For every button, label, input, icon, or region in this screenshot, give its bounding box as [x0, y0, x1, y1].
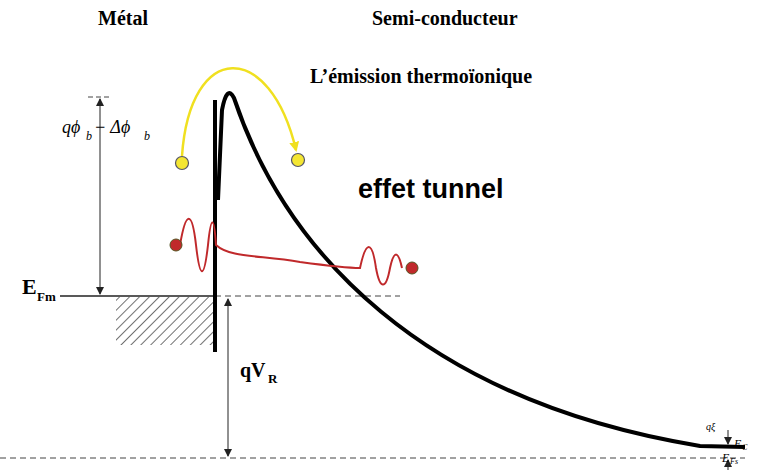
subscript: b	[86, 130, 92, 142]
level-label: E	[22, 276, 37, 298]
region-label: Semi-conducteur	[372, 8, 518, 28]
barrier-label: qϕ	[62, 118, 80, 136]
subscript: Fm	[37, 290, 56, 303]
subscript: Fs	[730, 458, 738, 466]
subscript: R	[268, 372, 277, 385]
subscript: b	[144, 130, 150, 142]
process-label: L’émission thermoïonique	[310, 66, 532, 86]
region-label: Métal	[98, 8, 148, 28]
level-label: E	[722, 452, 729, 464]
level-label: E	[734, 438, 741, 450]
process-label: effet tunnel	[358, 176, 504, 203]
barrier-label: − Δϕ	[94, 118, 130, 136]
level-label: qξ	[706, 422, 715, 432]
subscript: C	[742, 444, 747, 452]
voltage-label: qV	[240, 360, 266, 380]
